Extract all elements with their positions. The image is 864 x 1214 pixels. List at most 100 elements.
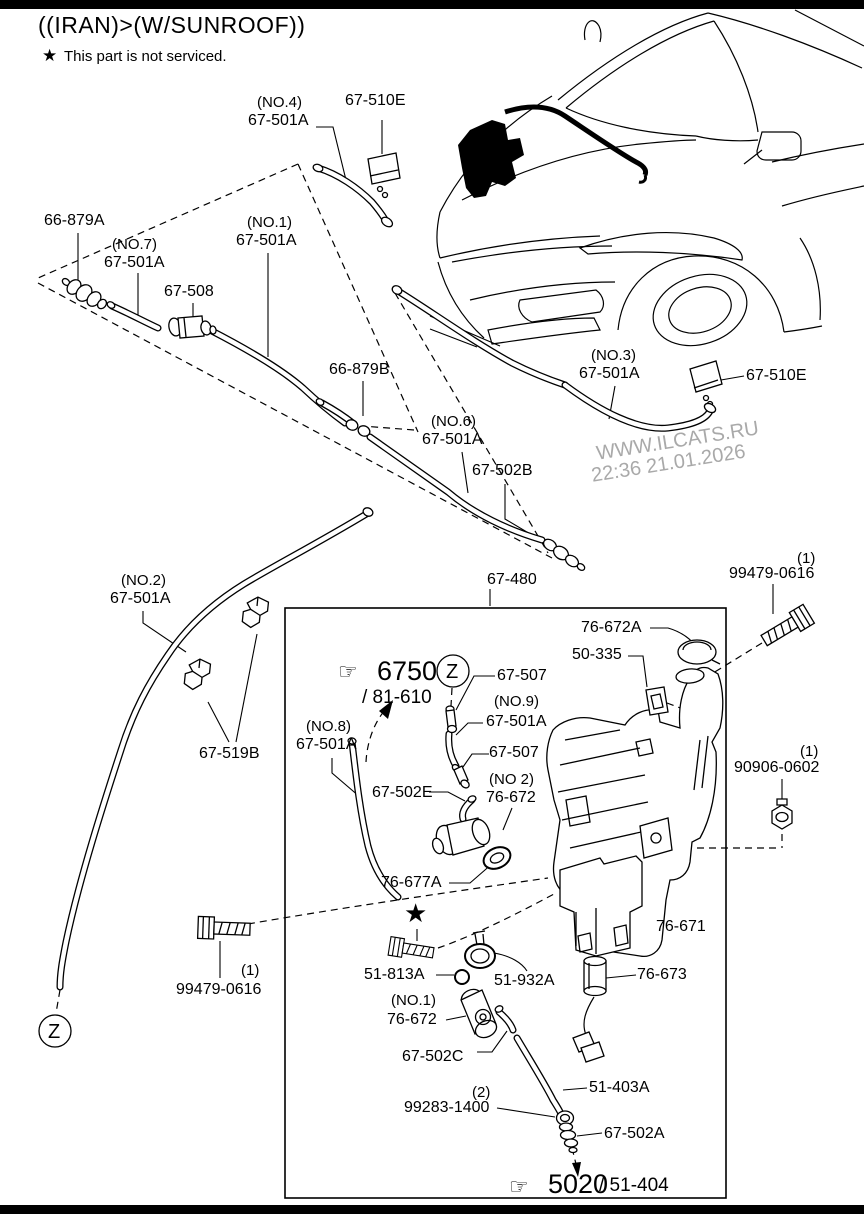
label-67-502a: 67-502A — [604, 1125, 665, 1142]
label-76-673: 76-673 — [637, 966, 687, 983]
car-mirror — [756, 131, 802, 161]
not-serviced-note: This part is not serviced. — [64, 48, 227, 65]
label-67-502e: 67-502E — [372, 784, 433, 801]
bottom-crop-bar — [0, 1205, 864, 1214]
label-no7-tag: (NO.7) — [112, 236, 157, 253]
label-bolt-top-pn: 99479-0616 — [729, 565, 815, 582]
zone-letter-z-top: Z — [446, 661, 459, 683]
label-67-480: 67-480 — [487, 571, 537, 588]
elbow-67-502e-cap — [467, 795, 477, 803]
top-crop-bar — [0, 0, 864, 9]
label-ref-5020: 5020 — [548, 1169, 609, 1199]
hose-no7 — [112, 306, 158, 328]
label-ref-81-610: / 81-610 — [362, 687, 432, 708]
label-no8-pn: 67-501A — [296, 736, 357, 753]
label-bolt-left-qty: (1) — [241, 962, 260, 979]
tank-side-bracket — [639, 817, 673, 859]
label-76-672-no1: 76-672 — [387, 1011, 437, 1028]
car-wheel — [652, 273, 748, 347]
label-no7-pn: 67-501A — [104, 254, 165, 271]
nut-90906-0602 — [771, 798, 793, 830]
hose-no1 — [210, 330, 345, 423]
washer-ring-51-813a — [454, 969, 470, 985]
nozzle-67-510e-right — [391, 285, 723, 414]
label-no4-tag: (NO.4) — [257, 94, 302, 111]
label-76-672-no2: 76-672 — [486, 789, 536, 806]
washer-harness-hose — [504, 104, 649, 176]
grommet-76-677a — [482, 846, 512, 870]
connector-66-879a — [61, 277, 116, 310]
label-no8-tag: (NO.8) — [306, 718, 351, 735]
hose-51-403a — [517, 1038, 561, 1114]
label-66-879a: 66-879A — [44, 212, 105, 229]
label-51-813a: 51-813A — [364, 966, 425, 983]
check-valve-67-508 — [168, 315, 217, 339]
zone-letter-z-bottom: Z — [48, 1021, 61, 1043]
label-no2p-tag: (NO 2) — [489, 771, 534, 788]
fitting-67-502a — [558, 1122, 579, 1154]
label-67-507-lower: 67-507 — [489, 744, 539, 761]
washer-harness-blob — [458, 120, 524, 198]
hose-no9 — [449, 734, 456, 766]
pump-76-672-no2 — [431, 817, 491, 856]
label-no2-pn: 67-501A — [110, 590, 171, 607]
star-icon: ★ — [42, 46, 58, 65]
elbow-67-502c — [499, 1012, 513, 1030]
bolt-51-813a — [387, 936, 436, 963]
label-ref-51-404: / 51-404 — [599, 1175, 669, 1196]
label-bolt-top-qty: (1) — [797, 550, 816, 567]
joint-67-507-upper — [445, 705, 458, 734]
hose-no8-end-cap — [347, 737, 357, 745]
pump-76-673-connector — [572, 1031, 605, 1063]
joint-67-507-lower — [451, 763, 470, 789]
label-50-335: 50-335 — [572, 646, 622, 663]
bracket-76-671 — [559, 855, 643, 957]
label-nozzle-right: 67-510E — [746, 367, 807, 384]
clamp-99283-1400 — [555, 1110, 575, 1126]
elbow-67-502e — [462, 800, 472, 819]
pump-76-673 — [583, 955, 607, 997]
label-no9-tag: (NO.9) — [494, 693, 539, 710]
hose-no2-end-cap — [362, 507, 374, 517]
label-clamp-pn: 99283-1400 — [404, 1099, 490, 1116]
not-serviced-star-icon: ★ — [404, 898, 428, 928]
label-clamp-qty: (2) — [472, 1084, 491, 1101]
car-illustration — [429, 9, 864, 348]
label-67-508: 67-508 — [164, 283, 214, 300]
label-no1-pn: 67-501A — [236, 232, 297, 249]
label-67-502c: 67-502C — [402, 1048, 464, 1065]
label-66-879b: 66-879B — [329, 361, 390, 378]
cap-76-672a — [677, 639, 721, 665]
junction-66-879b — [315, 398, 371, 437]
label-no3-pn: 67-501A — [579, 365, 640, 382]
hose-no3-right — [565, 385, 710, 428]
hose-no6 — [370, 437, 542, 540]
grommet-51-932a — [464, 930, 496, 969]
label-76-677a: 76-677A — [381, 874, 442, 891]
label-51-932a: 51-932A — [494, 972, 555, 989]
label-no6-tag: (NO.6) — [431, 413, 476, 430]
reservoir-parts-box — [284, 607, 727, 1199]
label-76-671: 76-671 — [656, 918, 706, 935]
clip-67-519b-upper — [241, 595, 270, 630]
label-nut-qty: (1) — [800, 743, 819, 760]
label-67-507-upper: 67-507 — [497, 667, 547, 684]
label-nozzle-left: 67-510E — [345, 92, 406, 109]
zone-marker-z-top — [436, 654, 470, 688]
label-no1p-tag: (NO.1) — [391, 992, 436, 1009]
label-no3-tag: (NO.3) — [591, 347, 636, 364]
label-no4-pn: 67-501A — [248, 112, 309, 129]
label-bolt-left-pn: 99479-0616 — [176, 981, 262, 998]
page-title: ((IRAN)>(W/SUNROOF)) — [38, 12, 306, 38]
pointing-hand-icon-bottom: ☞ — [509, 1174, 529, 1199]
label-76-672a: 76-672A — [581, 619, 642, 636]
label-51-403a: 51-403A — [589, 1079, 650, 1096]
nozzle-67-510e-left — [312, 152, 401, 228]
label-no6-pn: 67-501A — [422, 431, 483, 448]
pointing-hand-icon: ☞ — [338, 659, 358, 684]
label-67-502b: 67-502B — [472, 462, 533, 479]
bolt-99479-0616-top — [757, 603, 816, 651]
bolt-99479-0616-left — [196, 915, 252, 941]
